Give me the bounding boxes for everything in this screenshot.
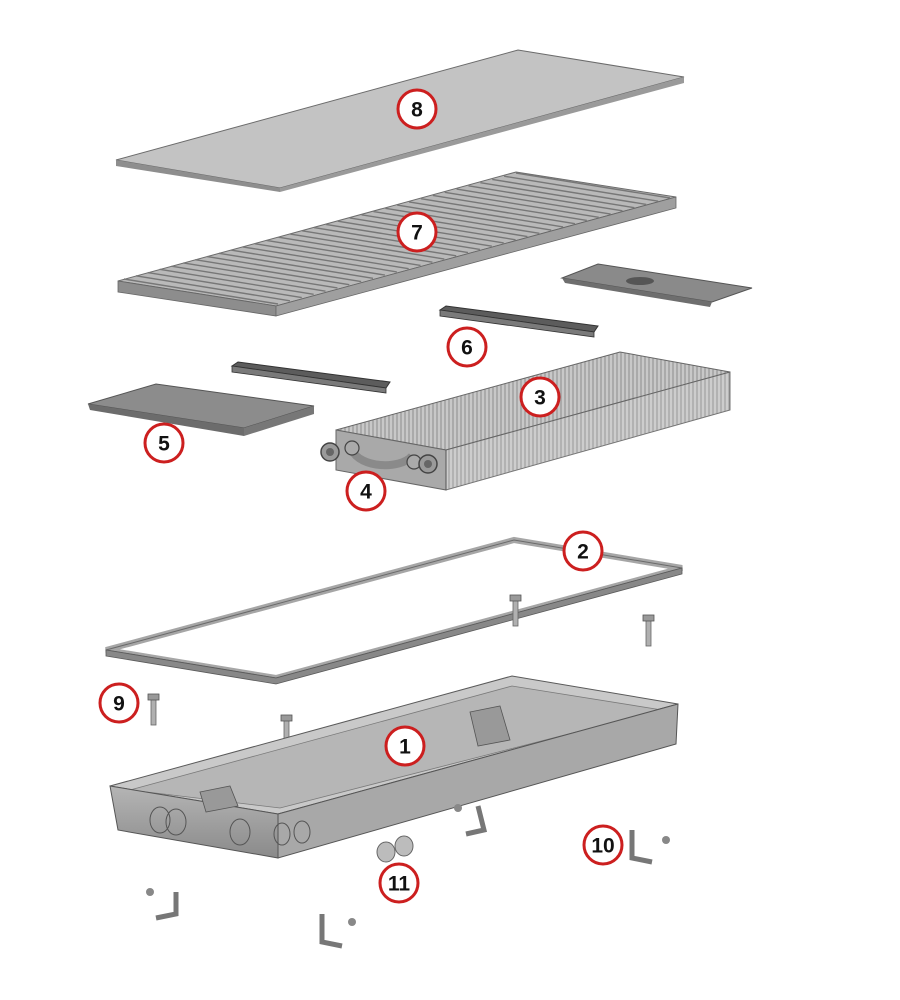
mounting-bracket-part — [146, 804, 670, 949]
cover-plate-left-part — [87, 383, 315, 436]
frame-part — [105, 536, 683, 685]
callout-circle — [98, 682, 140, 724]
callout-support-rail: 6 — [446, 326, 488, 368]
callout-mounting-bracket: 10 — [582, 824, 624, 866]
callout-number: 11 — [388, 873, 411, 896]
grille-slat — [302, 230, 457, 257]
leveling-bolt-part — [147, 693, 160, 726]
support-rail-left-part — [230, 361, 391, 394]
callout-top-panel: 8 — [396, 88, 438, 130]
grille-slat — [147, 271, 302, 299]
blanking-plugs-part — [376, 835, 414, 863]
grille-slat — [313, 226, 469, 254]
top-panel-part — [115, 49, 685, 192]
heat-exchanger-part — [335, 351, 731, 491]
cover-plate-right-part — [560, 263, 753, 307]
callout-pipe-connections: 4 — [345, 470, 387, 512]
grille-slat — [504, 175, 659, 202]
grille-slat — [207, 255, 362, 283]
grille-slat — [218, 252, 374, 279]
callout-circle — [143, 422, 185, 464]
callout-number: 2 — [577, 541, 589, 564]
callout-layer: 1 2 3 4 5 6 7 8 9 10 11 — [98, 88, 624, 904]
callout-number: 1 — [399, 736, 411, 759]
grille-slat — [290, 233, 445, 260]
callout-linear-grille: 7 — [396, 211, 438, 253]
grille-slat — [408, 201, 564, 228]
grille-slat — [242, 246, 397, 273]
grille-slat — [195, 259, 350, 286]
bolt-frame-center — [509, 594, 522, 627]
callout-circle — [446, 326, 488, 368]
callout-circle — [582, 824, 624, 866]
callout-number: 3 — [534, 387, 546, 410]
grille-slat — [420, 198, 576, 225]
callout-number: 10 — [591, 835, 614, 858]
callout-circle — [345, 470, 387, 512]
callout-frame: 2 — [562, 530, 604, 572]
callout-circle — [378, 862, 420, 904]
grille-slat — [123, 278, 279, 305]
grille-slat — [254, 242, 409, 270]
grille-slat — [397, 204, 552, 231]
callout-number: 7 — [411, 222, 423, 245]
linear-grille-part — [117, 171, 677, 317]
callout-circle — [396, 88, 438, 130]
grille-slat — [480, 181, 635, 209]
grille-slat — [171, 265, 326, 292]
grille-slat — [432, 194, 587, 222]
grille-slat — [183, 262, 338, 289]
grille-slat — [515, 172, 671, 199]
grille-slat — [159, 268, 314, 296]
grille-slat — [266, 239, 421, 267]
grille-slat — [230, 249, 386, 276]
callout-circle — [396, 211, 438, 253]
grille-slat — [373, 210, 528, 238]
grille-slat — [278, 236, 433, 263]
callout-housing-trough: 1 — [384, 725, 426, 767]
grille-slat — [135, 275, 290, 302]
callout-circle — [384, 725, 426, 767]
bolt-frame-right — [642, 614, 655, 647]
callout-number: 6 — [461, 337, 473, 360]
callout-circle — [519, 376, 561, 418]
pipe-connections-part — [320, 440, 438, 474]
callout-number: 8 — [411, 99, 423, 122]
grille-slat — [444, 191, 599, 218]
grille-slat — [456, 188, 611, 215]
callout-blanking-plugs: 11 — [378, 862, 420, 904]
grille-slat — [468, 185, 623, 212]
grille-slat — [361, 214, 516, 241]
grille-slat — [492, 178, 647, 206]
callout-heat-exchanger: 3 — [519, 376, 561, 418]
callout-number: 9 — [113, 693, 125, 716]
callout-number: 5 — [158, 433, 170, 456]
callout-cover-plate-left: 5 — [143, 422, 185, 464]
callout-number: 4 — [360, 481, 372, 504]
support-rail-part — [438, 305, 599, 338]
callout-circle — [562, 530, 604, 572]
callout-leveling-bolt: 9 — [98, 682, 140, 724]
